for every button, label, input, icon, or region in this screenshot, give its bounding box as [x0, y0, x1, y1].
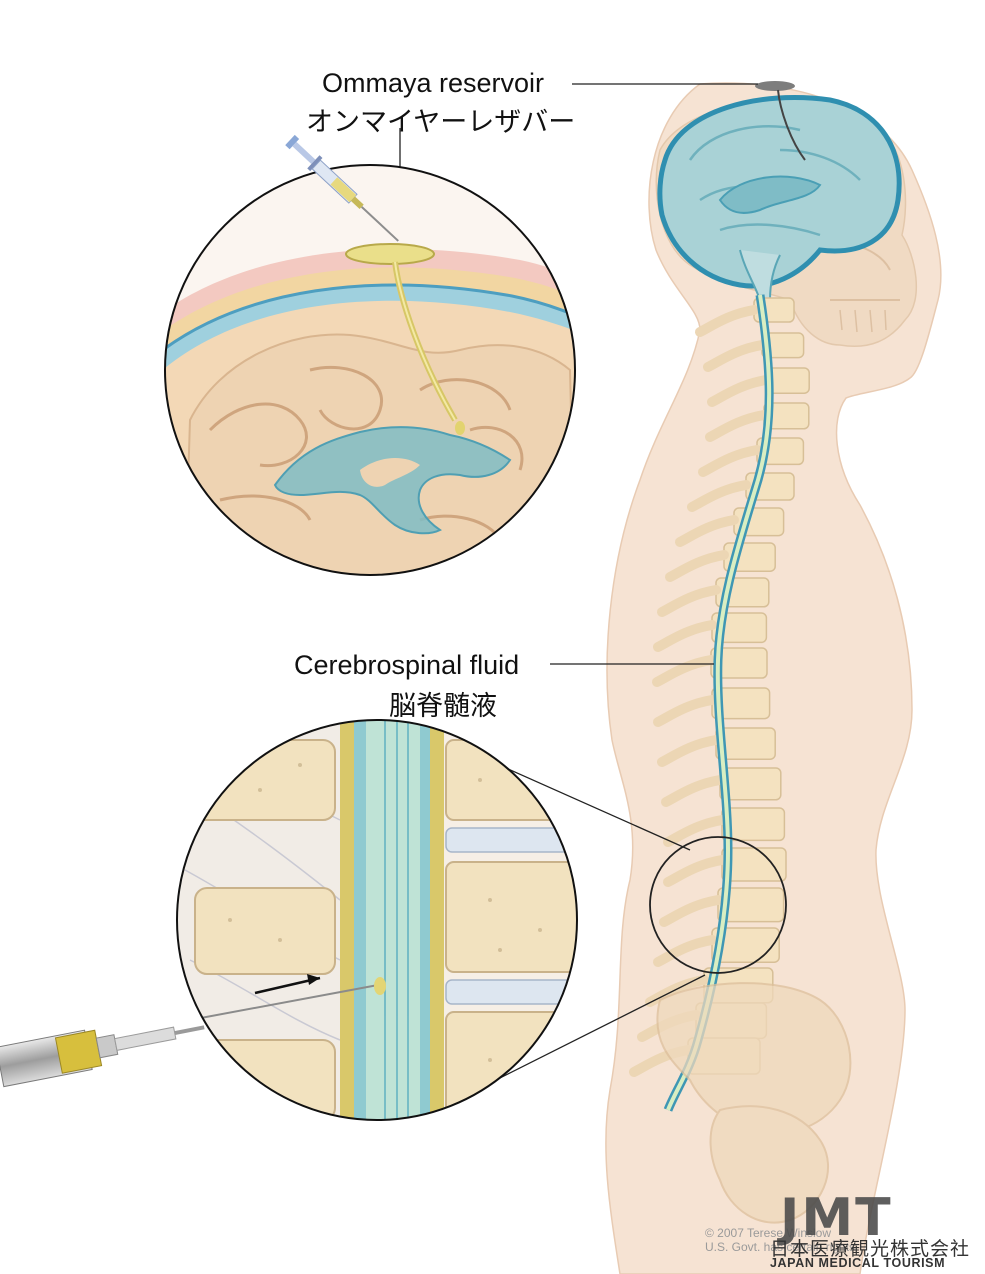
ommaya-device-head [755, 81, 806, 161]
syringe-top [285, 134, 399, 242]
pelvis [656, 982, 852, 1224]
credit-line-1: © 2007 Terese Winslow [705, 1226, 832, 1240]
logo-mark: JMT [780, 1188, 893, 1248]
spinous-process [663, 815, 727, 847]
spinous-process [663, 855, 727, 887]
spinous-process [703, 340, 767, 372]
jmt-logo: JMT 日本医療観光株式会社 JAPAN MEDICAL TOURISM [770, 1188, 970, 1272]
spinous-process [653, 935, 717, 967]
spinous-process [657, 585, 721, 617]
ommaya-label-en: Ommaya reservoir [322, 68, 545, 98]
vertebra [711, 927, 780, 963]
spinous-process [645, 975, 709, 1007]
syringe-bottom [0, 1025, 205, 1088]
magnifier-circle-small [649, 836, 787, 974]
csf-label-en: Cerebrospinal fluid [294, 650, 520, 680]
logo-company-jp: 日本医療観光株式会社 [770, 1238, 971, 1260]
brain-inset [164, 164, 576, 576]
brain-in-head [657, 95, 902, 301]
ommaya-label-jp: オンマイヤーレザバー [306, 107, 576, 138]
logo-company-en: JAPAN MEDICAL TOURISM [770, 1256, 946, 1270]
spinous-process [661, 775, 725, 807]
spinous-process [652, 655, 716, 687]
body-silhouette [605, 82, 942, 1274]
spinous-process [653, 620, 717, 652]
spinous-process [705, 410, 769, 442]
spinous-process [695, 305, 759, 337]
spinous-process [707, 375, 771, 407]
spine-inset [176, 719, 578, 1121]
spinous-process [675, 515, 739, 547]
copyright-credit: © 2007 Terese Winslow U.S. Govt. has cer… [705, 1226, 855, 1254]
spinous-process [698, 445, 762, 477]
spinous-process [687, 480, 751, 512]
spinous-process [665, 550, 729, 582]
csf-label-jp: 脳脊髄液 [389, 691, 497, 722]
spinous-process [653, 695, 717, 727]
spinous-process [659, 895, 723, 927]
spinous-process [657, 735, 721, 767]
credit-line-2: U.S. Govt. has certain rights [705, 1240, 856, 1254]
